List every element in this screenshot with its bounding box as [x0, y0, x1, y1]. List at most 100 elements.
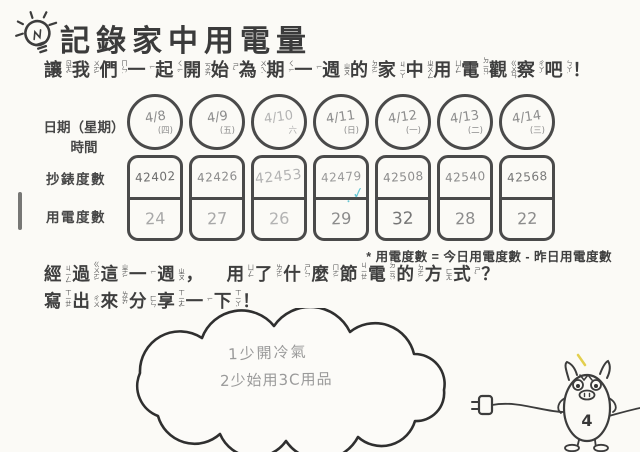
usage-value: 27: [206, 208, 228, 229]
char: 家: [377, 60, 396, 80]
date-value: 4/8: [143, 108, 167, 127]
annotated-char: 方ㄈㄤ: [425, 261, 451, 286]
annotated-char: 來ㄌㄞˊ: [100, 288, 127, 313]
annotated-char: 電ㄉㄧㄢˋ: [368, 261, 395, 286]
char: 們: [99, 60, 118, 80]
usage-value: 22: [516, 208, 538, 229]
usage-cell: 32: [378, 200, 428, 239]
row-label-meter: 抄錶度數: [46, 172, 106, 187]
annotated-char: 什ㄕㄣˊ: [283, 261, 310, 286]
row-label-date-time: 日期（星期） 時間: [40, 118, 128, 157]
weekday-value: (三): [529, 126, 545, 136]
meter-reading-value: 42568: [506, 169, 548, 186]
annotated-char: 週ㄓㄡ: [322, 56, 349, 82]
char: 下: [213, 291, 232, 311]
day-column-3: 4/10 六 42453 26: [251, 94, 307, 241]
date-cell: 4/14 (三): [499, 94, 555, 150]
zhuyin-annotation: ㄕˋ: [472, 267, 480, 280]
annotated-char: ！: [572, 56, 590, 82]
zhuyin-annotation: ㄕˇ: [230, 62, 238, 76]
zhuyin-annotation: ㄔㄨ: [91, 294, 99, 307]
char: 分: [128, 291, 147, 311]
annotated-char: 的ㄉㄜ˙: [396, 261, 422, 286]
zhuyin-annotation: ㄑㄧˇ: [175, 60, 183, 78]
zhuyin-annotation: ㄈㄣ: [148, 294, 156, 307]
annotated-char: 期ㄑㄧˊ: [267, 56, 294, 82]
usage-value: 26: [268, 208, 290, 229]
char: 用: [226, 264, 245, 284]
annotated-char: ，: [186, 261, 204, 286]
meter-cell: 42540: [440, 158, 490, 200]
meter-reading-value: 42479: [320, 169, 362, 186]
reading-cell-group: 42508 32: [375, 155, 431, 241]
reading-cell-group: 42479 29: [313, 155, 369, 241]
char: 起: [155, 60, 174, 80]
zhuyin-annotation: ㄖㄤˋ: [63, 59, 71, 79]
char: 觀: [489, 60, 507, 80]
annotated-char: 節ㄐㄧㄝˊ: [339, 261, 366, 286]
row-label-date: 日期（星期）: [43, 120, 125, 135]
zhuyin-annotation: ㄩㄥˋ: [453, 59, 461, 79]
meter-reading-value: 42426: [196, 169, 238, 186]
meter-reading-value: 42540: [444, 169, 486, 186]
annotated-char: 週ㄓㄡ: [157, 261, 184, 286]
char: 為: [238, 60, 257, 80]
annotated-char: 出ㄔㄨ: [72, 288, 99, 313]
char: 什: [283, 264, 301, 284]
zhuyin-annotation: ㄉㄧㄢˋ: [387, 261, 395, 286]
zhuyin-annotation: ㄕㄣˊ: [302, 264, 310, 283]
zhuyin-annotation: ㄐㄧㄚ: [397, 60, 405, 78]
annotated-char: 過ㄍㄨㄛˋ: [72, 261, 98, 286]
zhuyin-annotation: ㄨㄟˊ: [258, 59, 266, 79]
meter-reading-value: 42453: [254, 166, 304, 188]
char: 始: [210, 60, 229, 80]
reading-cell-group: 42540 28: [437, 155, 493, 241]
zhuyin-annotation: ㄉㄧㄢˋ: [481, 57, 488, 81]
annotated-char: 們ㄇㄣ˙: [99, 56, 127, 82]
char: 讓: [44, 60, 62, 80]
annotated-char: 始ㄕˇ: [210, 56, 238, 82]
day-column-2: 4/9 (五) 42426 27: [189, 94, 245, 241]
record-table: 4/8 (四) 42402 24 4/9 (五) 42426 27 4/10 六: [127, 94, 555, 241]
annotated-char: 我ㄨㄛˇ: [72, 56, 99, 82]
char: 一: [294, 60, 313, 80]
reading-cell-group: 42402 24: [127, 155, 183, 241]
annotated-char: 下ㄒㄧㄚˋ: [213, 288, 240, 313]
annotated-char: 分ㄈㄣ: [128, 288, 156, 313]
annotated-char: 用ㄩㄥˋ: [226, 261, 253, 286]
char: ！: [572, 60, 591, 80]
weekday-value: (一): [405, 126, 421, 136]
char: 式: [453, 264, 471, 284]
char: 節: [339, 264, 358, 284]
meter-cell: 42479: [316, 158, 366, 200]
meter-cell: 42508: [378, 158, 428, 200]
meter-cell: 42402: [130, 158, 180, 200]
zhuyin-annotation: ㄎㄞ: [202, 63, 210, 75]
usage-cell: 26: [254, 200, 304, 239]
char: 一: [127, 60, 146, 80]
annotated-char: 觀ㄍㄨㄢ: [489, 56, 516, 82]
annotated-char: 察ㄔㄚˊ: [517, 56, 544, 82]
zhuyin-annotation: ㄒㄧㄝˇ: [63, 288, 71, 313]
usage-value: 29: [330, 208, 352, 229]
footnote: * 用電度數 = 今日用電度數 - 昨日用電度數: [366, 250, 612, 264]
weekday-value: (日): [343, 126, 359, 136]
annotated-char: 享ㄒㄧㄤˇ: [157, 288, 183, 313]
zhuyin-annotation: ㄩㄥˋ: [245, 264, 253, 283]
char: ，: [185, 264, 204, 284]
annotated-char: 用ㄩㄥˋ: [433, 56, 461, 82]
zhuyin-annotation: ㄐㄧㄥ: [63, 265, 71, 282]
weekday-value: 六: [288, 126, 297, 136]
lightbulb-icon: [15, 11, 58, 54]
zhuyin-annotation: ㄧˋ: [314, 63, 322, 75]
annotated-char: 一ㄧˊ: [186, 288, 212, 313]
char: 麼: [311, 264, 330, 284]
zhuyin-annotation: ㄓㄡ: [176, 267, 184, 280]
day-column-4: 4/11 (日) 42479 29: [313, 94, 369, 241]
day-column-1: 4/8 (四) 42402 24: [127, 94, 183, 241]
zhuyin-annotation: ㄧˊ: [204, 294, 212, 307]
date-value: 4/9: [205, 108, 229, 127]
char: 來: [100, 291, 119, 311]
meter-cell: 42426: [192, 158, 242, 200]
